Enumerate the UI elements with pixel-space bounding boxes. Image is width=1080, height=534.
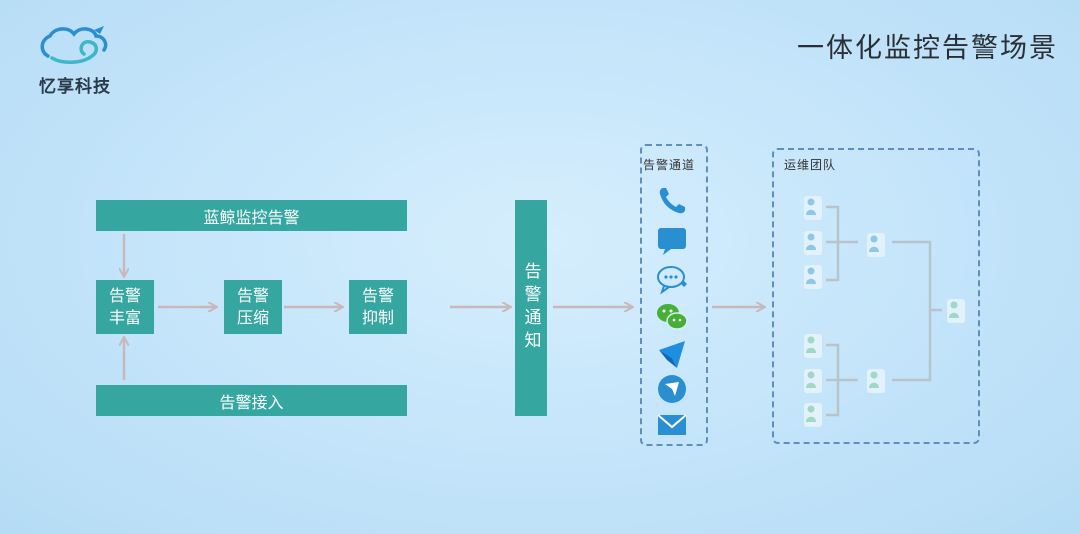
alert-notify-label: 告警通知 [520,262,541,354]
chat-icon [657,266,687,295]
sms-icon [658,228,686,255]
alert-notify-box: 告警通知 [515,200,547,416]
alert-suppress-box: 告警 抑制 [349,280,407,334]
feishu-icon [658,375,686,403]
person-icon [866,366,886,394]
wechat-icon [657,304,688,330]
cloud-logo-icon [40,26,108,64]
brand-logo: 忆享科技 [30,22,120,102]
alert-compress-box: 告警 压缩 [224,280,282,334]
person-icon [803,228,823,256]
ops-team-group [772,148,980,444]
person-icon [803,262,823,290]
page-title: 一体化监控告警场景 [797,33,1058,64]
channels-group [640,144,708,446]
person-icon [803,331,823,359]
alert-ingest-box: 告警接入 [96,385,407,416]
person-icon [946,296,966,324]
brand-name: 忆享科技 [39,77,111,97]
monitor-alert-box: 蓝鲸监控告警 [96,200,407,231]
email-icon [657,414,687,435]
phone-icon [659,188,685,214]
channels-label: 告警通道 [643,158,696,172]
person-icon [803,400,823,428]
dingtalk-icon [659,341,685,368]
person-icon [803,193,823,221]
alert-enrich-box: 告警 丰富 [96,280,154,334]
person-icon [803,366,823,394]
person-icon [866,230,886,258]
team-tree-lines [826,205,942,417]
ops-team-label: 运维团队 [784,158,837,172]
